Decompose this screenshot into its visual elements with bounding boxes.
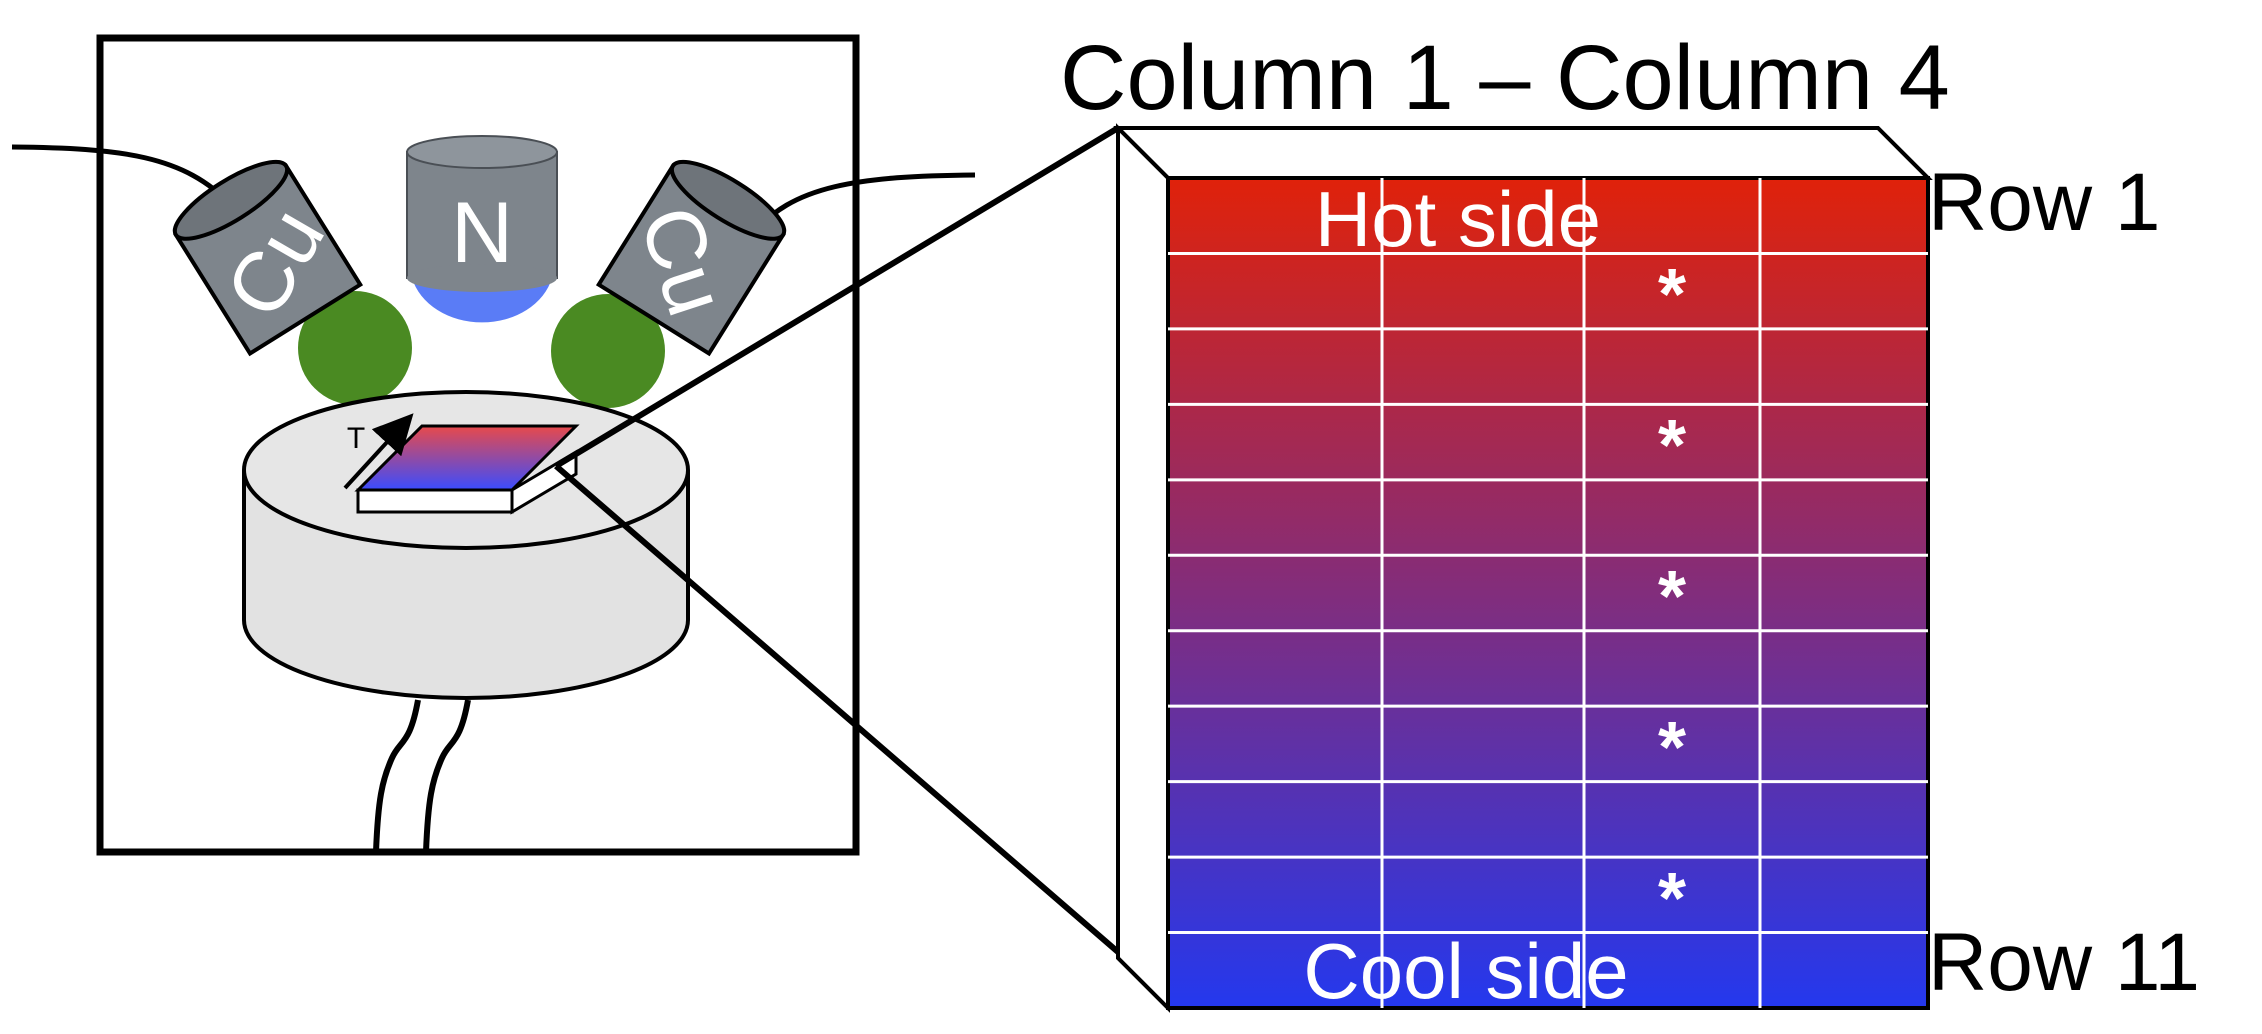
measurement-grid [1168,178,1928,1008]
measurement-star: * [1658,708,1686,788]
sample-side-face [1116,123,1170,1013]
magnified-sample: * * * * * Hot side Cool side [1113,123,1933,1015]
measurement-star: * [1658,255,1686,335]
center-n-probe: N [406,135,558,323]
gradient-arrow-label: T [347,422,365,455]
left-contact-circle [298,291,412,405]
sample-front-face [1166,176,1930,1010]
gradient-arrow [343,413,414,490]
chamber-frame [96,34,860,856]
right-cu-probe: Cu [595,159,787,357]
measurement-star: * [1658,406,1686,486]
row-first-label: Row 1 [1928,157,2161,248]
row-last-label: Row 11 [1928,917,2200,1008]
cool-side-label: Cool side [1303,927,1628,1015]
hot-side-label: Hot side [1315,175,1601,263]
left-cu-probe: Cu [172,159,364,357]
stage-cable-right [423,699,471,853]
stage-cable-left [373,699,421,853]
sample-top-face [1113,126,1933,180]
zoom-line-top [554,125,1120,469]
measurement-star: * [1658,859,1686,939]
right-contact-circle [551,294,665,408]
column-range-label: Column 1 – Column 4 [1060,27,1950,129]
zoom-line-bottom [554,463,1120,955]
measurement-stars: * * * * * [1658,255,1686,939]
center-probe-label: N [451,185,513,281]
measurement-star: * [1658,557,1686,637]
